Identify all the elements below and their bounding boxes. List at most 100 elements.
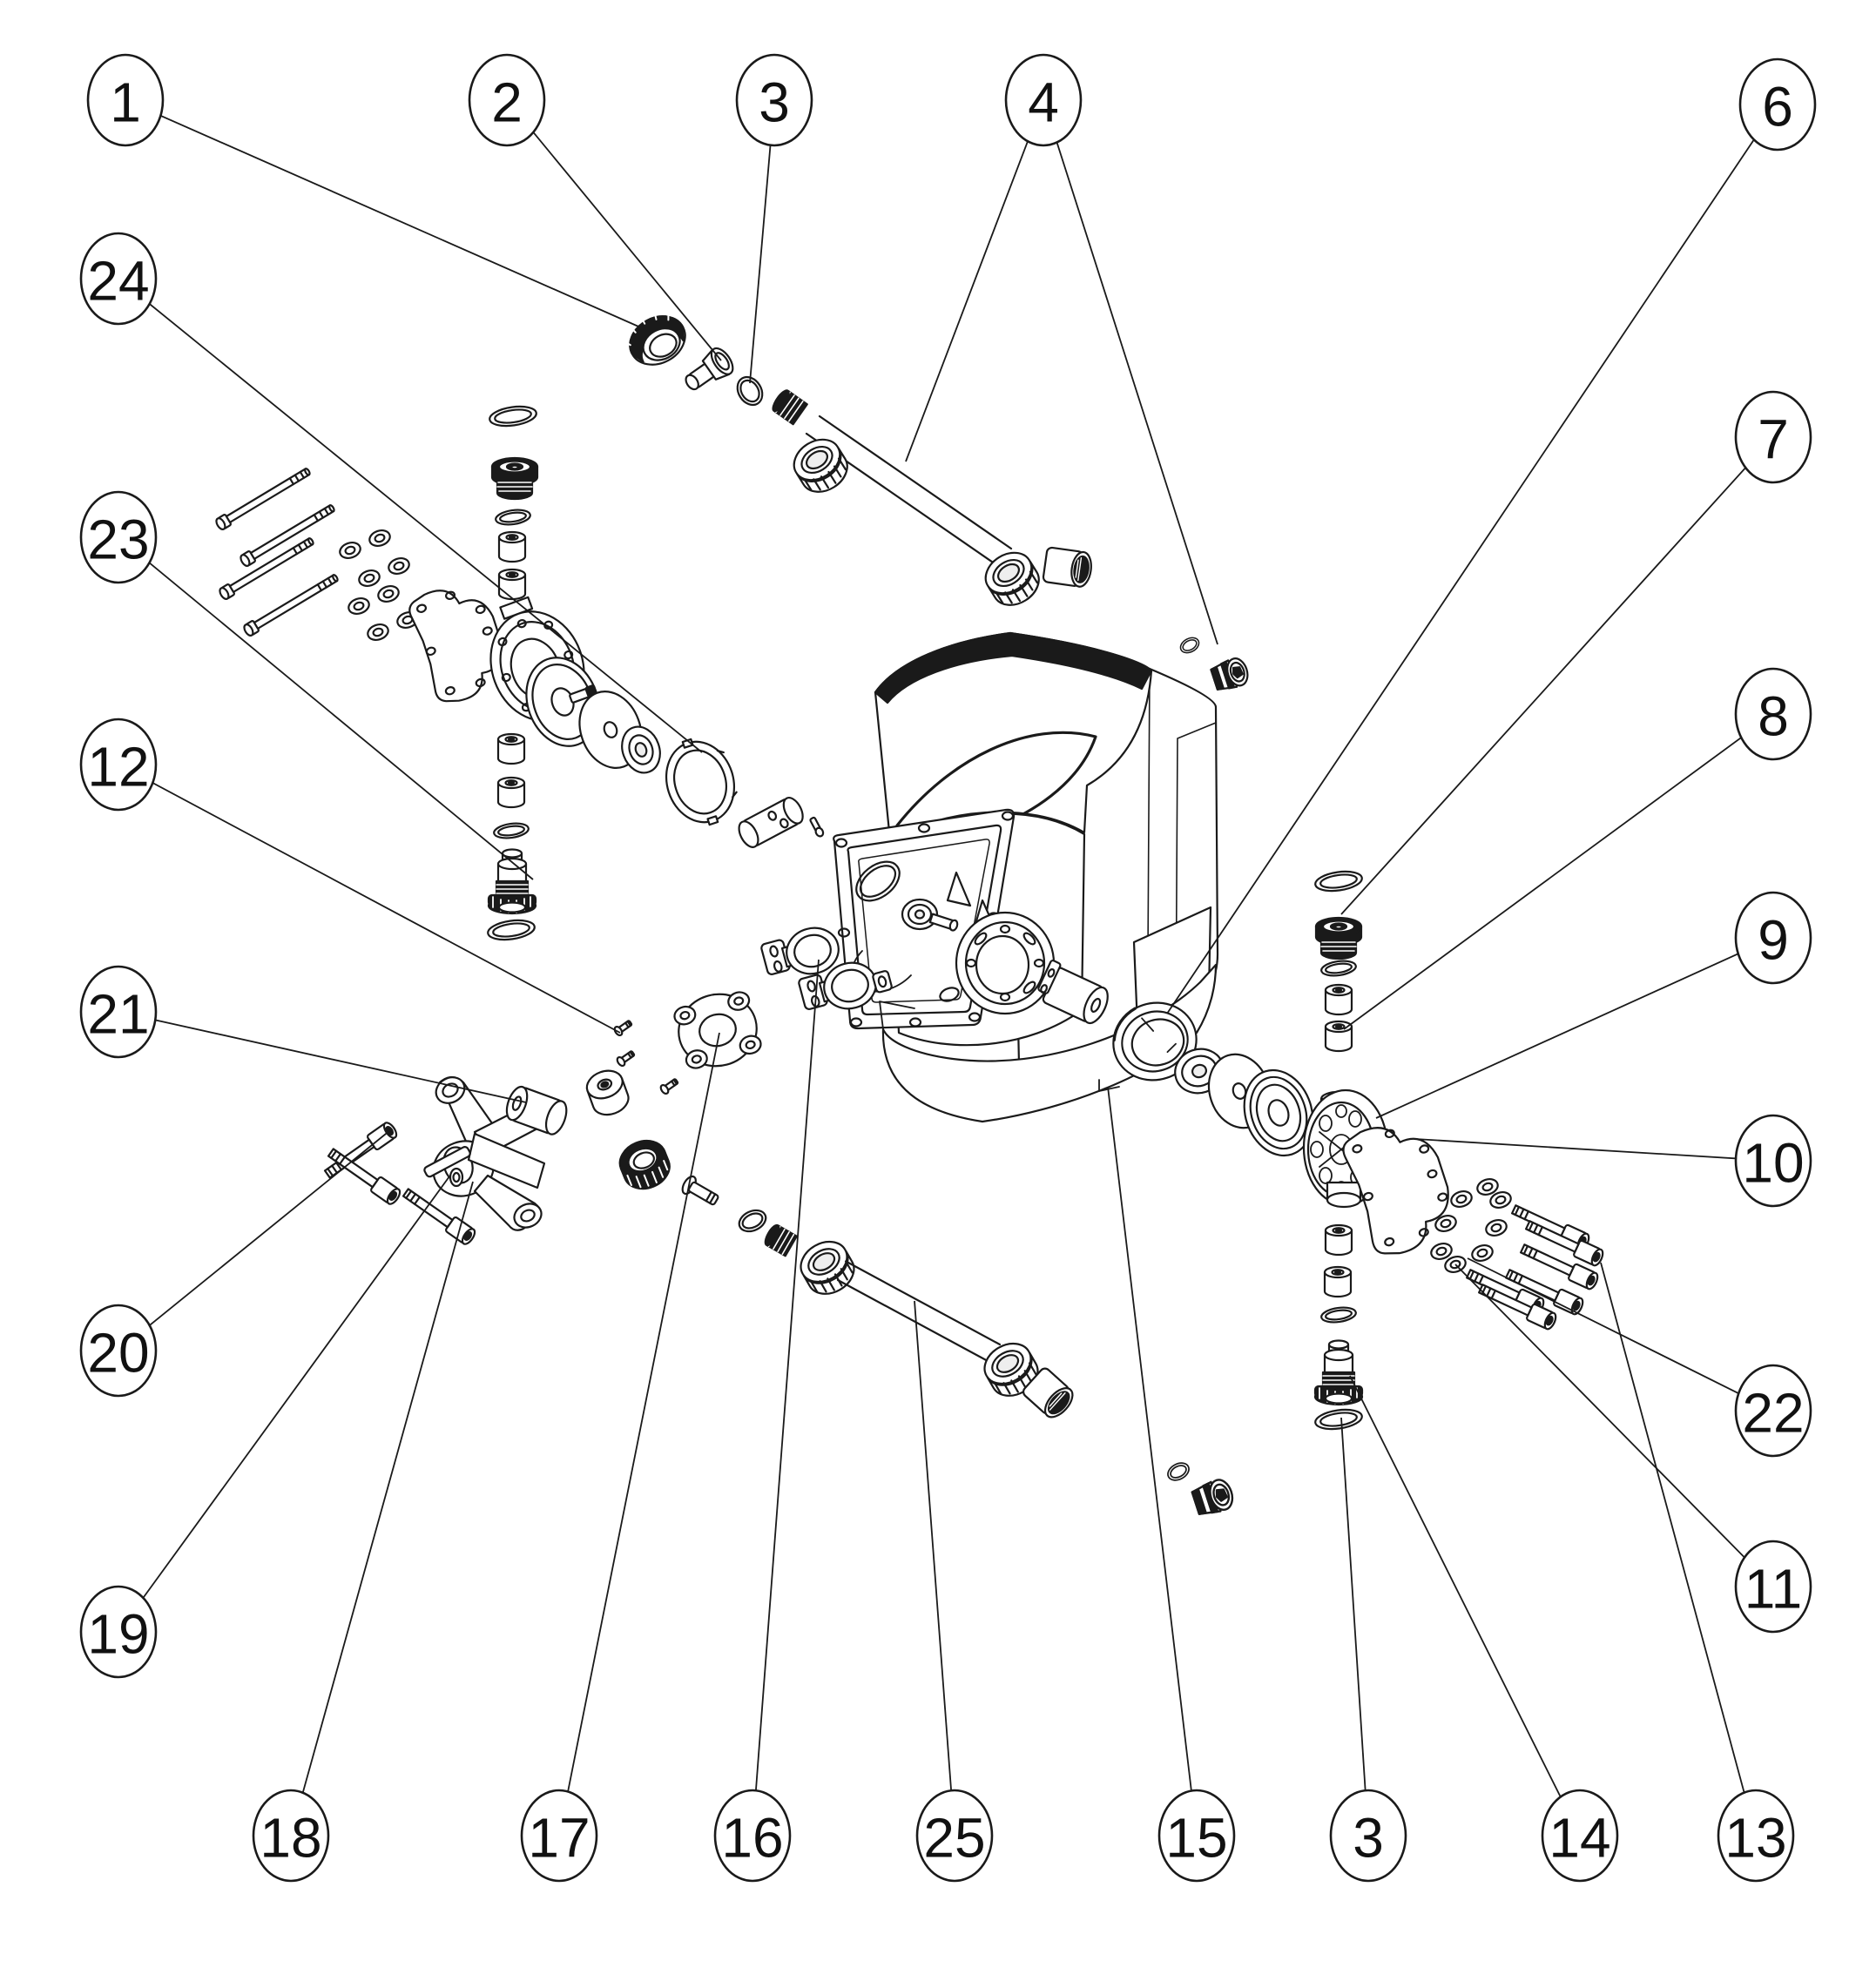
pump-artwork: [213, 307, 1606, 1520]
callout-leader-11: [1454, 1264, 1774, 1587]
callout-leader-16: [752, 959, 820, 1836]
callout-leader-13: [1600, 1262, 1757, 1836]
head-bolts-left: [213, 464, 341, 638]
callout-leader-21: [118, 1011, 527, 1103]
valve-cartridge: [490, 456, 539, 501]
clamp-unit-b: [798, 961, 893, 1010]
callout-number: 14: [1549, 1807, 1610, 1870]
callout-balloon-17: 17: [520, 1789, 598, 1883]
callout-balloon-11: 11: [1734, 1540, 1812, 1634]
callout-number: 17: [528, 1807, 590, 1870]
callout-number: 8: [1758, 685, 1789, 748]
callout-number: 11: [1744, 1558, 1802, 1621]
callout-balloon-7: 7: [1734, 390, 1812, 484]
clamp-ring-large: [673, 991, 762, 1069]
o-ring: [487, 402, 539, 430]
hub-disc-left: [621, 725, 661, 774]
callout-leader-4: [1043, 99, 1218, 645]
callout-leader-3: [1340, 1417, 1369, 1836]
callout-number: 16: [721, 1807, 783, 1870]
clamp-unit-a: [760, 927, 840, 975]
spacer-bushing: [585, 1069, 630, 1116]
callout-leader-23: [118, 536, 534, 880]
backplate-left: [408, 590, 503, 703]
callout-number: 7: [1758, 408, 1789, 471]
drain-plug-bottom: [1164, 1459, 1238, 1520]
callout-leader-19: [118, 1176, 450, 1633]
callout-number: 12: [87, 736, 149, 799]
callout-number: 13: [1724, 1807, 1786, 1870]
callout-balloon-12: 12: [79, 718, 158, 812]
callout-number: 19: [87, 1603, 149, 1666]
callout-balloon-3: 3: [1329, 1789, 1407, 1883]
callout-leader-7: [1340, 436, 1774, 915]
callout-balloon-20: 20: [79, 1304, 158, 1398]
callout-balloon-6: 6: [1738, 57, 1817, 152]
callout-leader-3: [749, 99, 775, 384]
callout-balloon-15: 15: [1157, 1789, 1236, 1883]
flange-boss: [955, 911, 1056, 1015]
shaft-adapter: [738, 797, 825, 848]
callout-balloon-25: 25: [915, 1789, 994, 1883]
callout-number: 23: [87, 509, 149, 571]
callout-leader-25: [914, 1300, 955, 1836]
bracket-roller: [505, 1085, 568, 1135]
callout-number: 6: [1762, 76, 1793, 138]
vent-plug-top: [1177, 634, 1252, 694]
callout-balloon-3: 3: [735, 53, 813, 147]
backplate-right: [1342, 1127, 1449, 1255]
callout-number: 15: [1165, 1807, 1227, 1870]
callout-balloon-8: 8: [1734, 667, 1812, 761]
union-nut: [620, 307, 686, 366]
o-ring-top: [736, 375, 764, 407]
callout-balloon-22: 22: [1734, 1364, 1812, 1458]
callout-balloon-18: 18: [252, 1789, 330, 1883]
callout-leader-4: [905, 99, 1044, 462]
callout-number: 3: [1353, 1807, 1384, 1870]
callout-balloon-23: 23: [79, 490, 158, 584]
callout-balloon-10: 10: [1734, 1114, 1812, 1208]
callout-balloon-21: 21: [79, 965, 158, 1059]
callout-leader-2: [506, 99, 722, 361]
callout-leader-20: [118, 1129, 391, 1351]
side-stub: [1037, 960, 1109, 1025]
callout-leader-24: [118, 278, 703, 753]
callout-number: 18: [260, 1807, 321, 1870]
stud-bolt: [681, 1175, 719, 1206]
callout-balloon-1: 1: [86, 53, 165, 147]
callout-balloon-13: 13: [1717, 1789, 1795, 1883]
callout-number: 9: [1758, 909, 1789, 972]
callout-leader-6: [1166, 104, 1778, 1014]
callout-leader-14: [1349, 1375, 1581, 1836]
callout-number: 20: [87, 1322, 149, 1385]
callout-number: 10: [1742, 1132, 1804, 1195]
callout-number: 2: [491, 71, 523, 134]
callout-leader-8: [1343, 713, 1774, 1030]
callout-leader-12: [118, 764, 621, 1034]
callout-number: 25: [923, 1807, 985, 1870]
callout-number: 3: [759, 71, 790, 134]
pump-body: [833, 631, 1219, 1123]
callout-number: 22: [1742, 1382, 1804, 1445]
diaphragm-right: [1243, 1068, 1314, 1157]
callout-balloon-2: 2: [468, 53, 546, 147]
callout-balloon-24: 24: [79, 232, 158, 326]
vent-tube-top: [772, 389, 1092, 615]
head-bolts-right: [1463, 1200, 1606, 1332]
drain-tube-bottom: [764, 1223, 1074, 1419]
washers-left: [336, 527, 422, 644]
callout-number: 21: [87, 983, 149, 1046]
callout-balloon-9: 9: [1734, 891, 1812, 985]
base-skirt: [879, 963, 1218, 1123]
retaining-ring-left: [665, 738, 738, 826]
callout-leader-22: [1467, 1257, 1774, 1412]
lock-ring: [618, 1139, 671, 1190]
dial-ring: [1112, 1001, 1198, 1082]
callout-leader-17: [558, 1032, 720, 1836]
cone-insert: [685, 347, 734, 391]
callout-balloon-19: 19: [79, 1585, 158, 1679]
callout-leader-10: [1414, 1138, 1774, 1162]
callout-balloon-16: 16: [713, 1789, 792, 1883]
